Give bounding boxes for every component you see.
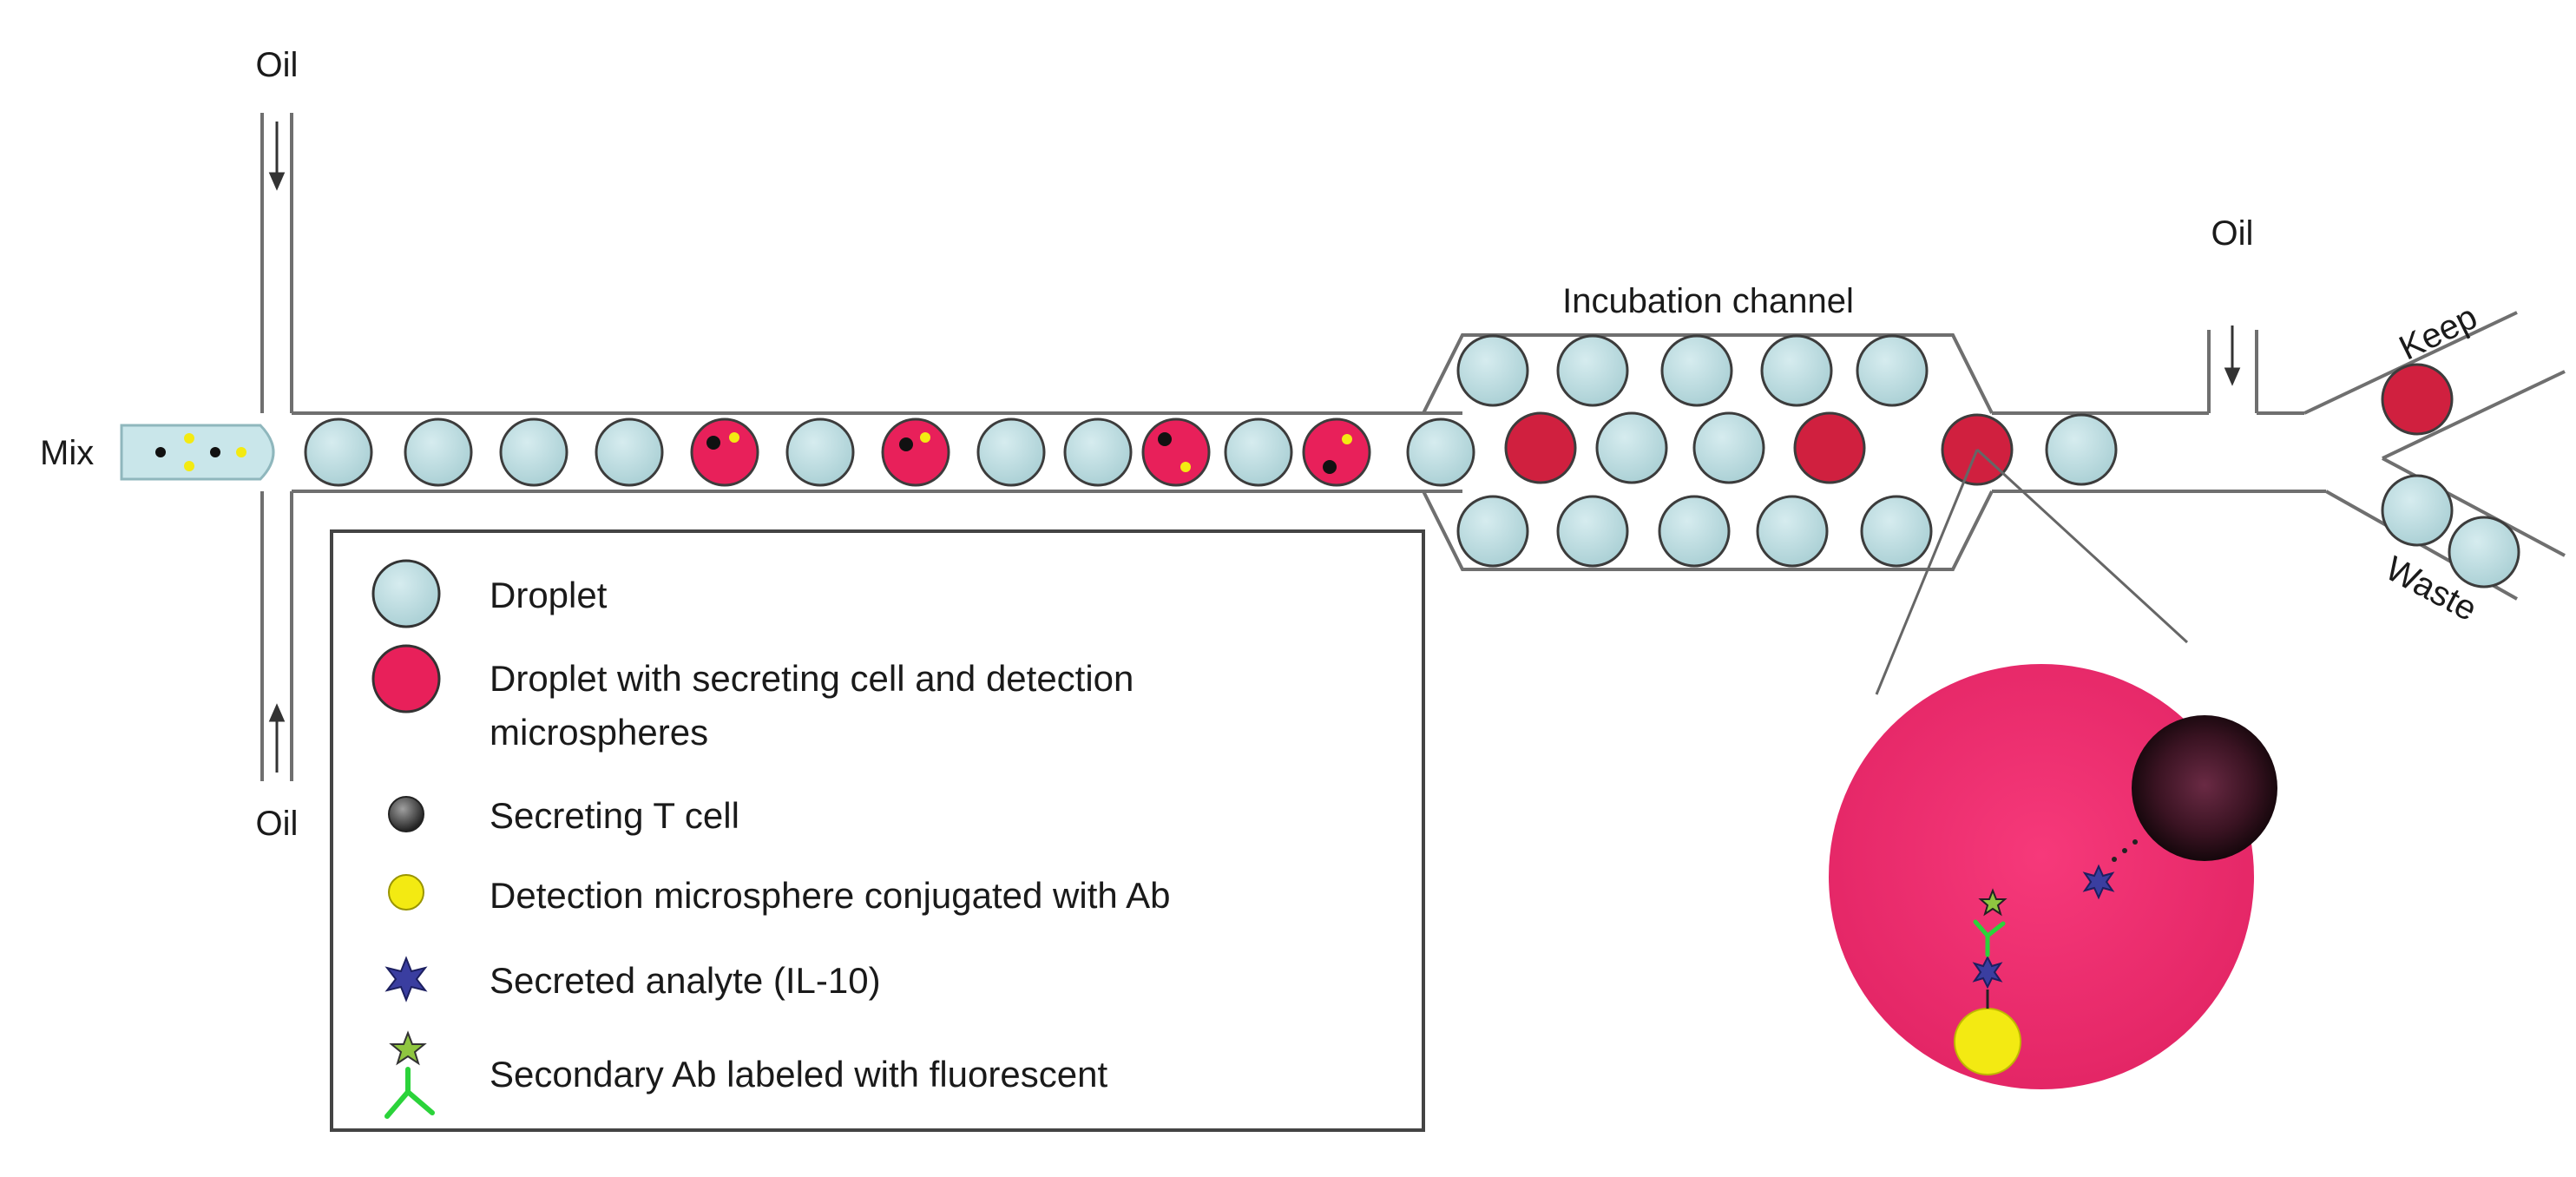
arrow-head-down-right-oil [2224, 367, 2241, 386]
droplet-contents [706, 432, 1352, 474]
droplet [1856, 334, 1929, 407]
positive-droplet [1302, 418, 1371, 487]
mix-cell-dot [155, 447, 166, 457]
waste-droplet [2448, 516, 2520, 588]
arrow-head-down-top-oil [268, 172, 286, 191]
positive-droplet [1141, 418, 1211, 487]
oil-label-top: Oil [256, 46, 299, 84]
droplet [1224, 418, 1293, 487]
droplet [1658, 495, 1731, 568]
mix-tube [120, 424, 275, 481]
incubation-chamber-bottom [1422, 490, 1994, 571]
main-channel-droplets [304, 418, 1475, 487]
droplet [1692, 411, 1765, 484]
droplet [1456, 334, 1529, 407]
legend-secondary-ab-icon [384, 1030, 435, 1119]
cell-dot [1158, 432, 1172, 446]
droplet [1456, 495, 1529, 568]
legend-label-t-cell: Secreting T cell [490, 795, 739, 836]
droplet [1063, 418, 1133, 487]
mix-inlet [120, 424, 275, 481]
cell-dot [706, 436, 720, 450]
legend: Droplet Droplet with secreting cell and … [330, 529, 1425, 1132]
bead-dot [1180, 462, 1191, 472]
cell-dot [899, 437, 913, 451]
legend-analyte-icon [384, 956, 428, 1003]
bound-analyte-icon [1972, 955, 2003, 990]
droplet [2045, 413, 2118, 486]
droplet [1860, 495, 1933, 568]
cell-dot [1323, 460, 1337, 474]
droplet [595, 418, 664, 487]
mix-label: Mix [40, 434, 94, 472]
legend-label-secondary-ab: Secondary Ab labeled with fluorescent [490, 1054, 1107, 1095]
droplet [1756, 495, 1829, 568]
zoom-line-left [1875, 449, 1979, 695]
positive-droplet [1504, 411, 1577, 484]
analyte-trail-dot [2132, 839, 2138, 845]
droplet [499, 418, 568, 487]
analyte-trail-dot [2122, 848, 2127, 853]
positive-droplet [690, 418, 759, 487]
flow-arrows [268, 122, 2241, 773]
droplet [1595, 411, 1668, 484]
droplet [1556, 334, 1629, 407]
arrow-head-up-bottom-oil [268, 703, 286, 722]
incubation-droplets [1456, 334, 1933, 568]
legend-label-positive-droplet-line2: microspheres [490, 712, 708, 753]
positive-droplet [1793, 411, 1866, 484]
zoom-line-right [1975, 448, 2189, 644]
keep-droplet [2381, 363, 2454, 436]
legend-label-droplet: Droplet [490, 575, 608, 615]
keep-branch-top-wall [2303, 311, 2518, 415]
keep-label: Keep [2394, 298, 2483, 368]
droplet [1556, 495, 1629, 568]
droplet [404, 418, 473, 487]
incubation-chamber-top [1422, 333, 1994, 414]
zoom-callout [1829, 448, 2277, 1089]
waste-droplet [2381, 474, 2454, 547]
bead-dot [1342, 434, 1352, 444]
waste-branch-top-wall [2382, 457, 2566, 557]
secondary-ab-icon [1973, 919, 2006, 957]
droplet [1660, 334, 1733, 407]
droplet [1406, 418, 1475, 487]
secreting-t-cell [2132, 715, 2277, 861]
mix-bead-dot [184, 433, 194, 444]
positive-droplet [881, 418, 950, 487]
legend-label-positive-droplet: Droplet with secreting cell and detectio… [490, 658, 1134, 699]
analyte-trail-dot [2112, 857, 2117, 862]
keep-branch-bottom-wall [2382, 370, 2566, 460]
legend-label-microsphere: Detection microsphere conjugated with Ab [490, 875, 1170, 916]
legend-t-cell-icon [388, 796, 424, 832]
legend-positive-droplet-icon [371, 644, 441, 713]
exit-droplets [1941, 363, 2520, 588]
legend-microsphere-icon [388, 874, 424, 911]
analyte-icon [2082, 864, 2115, 900]
droplet [1760, 334, 1833, 407]
mix-bead-dot [184, 461, 194, 471]
mix-cell-dot [210, 447, 220, 457]
legend-box [330, 529, 1425, 1132]
bead-dot [729, 432, 739, 443]
legend-droplet-icon [371, 559, 441, 628]
oil-label-right: Oil [2211, 214, 2254, 253]
oil-label-bottom: Oil [256, 805, 299, 843]
droplet [304, 418, 373, 487]
droplet [976, 418, 1046, 487]
bead-dot [920, 432, 930, 443]
detection-microsphere [1954, 1008, 2021, 1075]
droplet [785, 418, 855, 487]
fluorescent-star-icon [1978, 888, 2008, 917]
legend-label-analyte: Secreted analyte (IL-10) [490, 960, 881, 1001]
incubation-channel-label: Incubation channel [1562, 282, 1854, 320]
mix-bead-dot [236, 447, 246, 457]
